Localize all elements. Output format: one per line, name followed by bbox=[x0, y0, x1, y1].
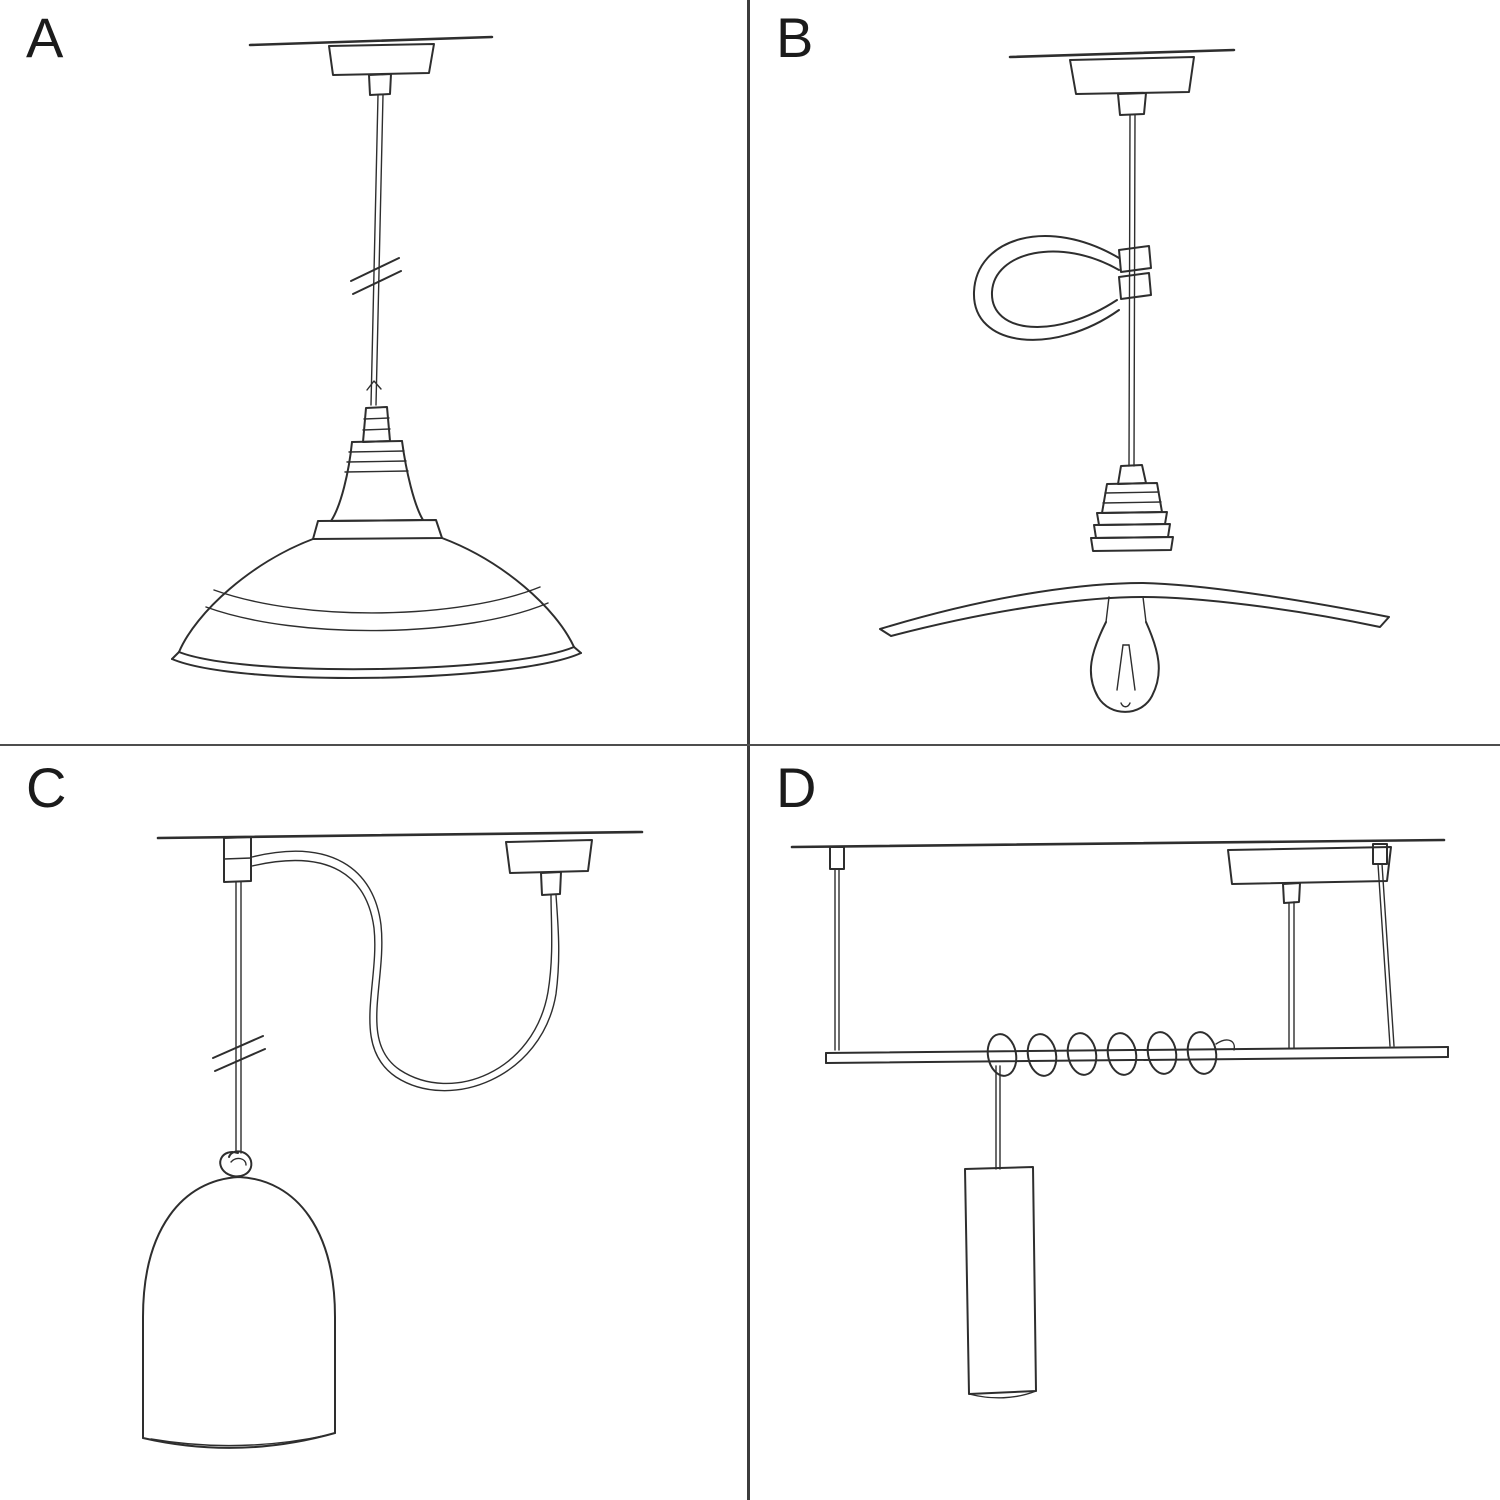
cable-break-mark bbox=[214, 1048, 266, 1072]
ceiling-rose bbox=[505, 839, 593, 874]
cable-grip bbox=[1282, 882, 1301, 904]
swag-cable bbox=[251, 859, 560, 1092]
bar bbox=[825, 1046, 1449, 1054]
ceiling-fixing bbox=[829, 846, 845, 870]
holder-ridge bbox=[1104, 491, 1160, 494]
ceiling-rose bbox=[1227, 846, 1392, 885]
cable-grip bbox=[368, 73, 392, 96]
shade-left-slope bbox=[178, 538, 314, 653]
holder-thread-ring bbox=[1096, 511, 1168, 526]
ceiling-fixing bbox=[1372, 843, 1388, 865]
tube-pendant bbox=[964, 1166, 1037, 1395]
ceiling-rose bbox=[1069, 56, 1195, 95]
panel-d: D bbox=[750, 750, 1500, 1500]
cable-coil-loop bbox=[1026, 1033, 1058, 1077]
shade-rim-edge bbox=[573, 646, 582, 654]
bulb-neck bbox=[1142, 596, 1147, 623]
bulb bbox=[1089, 621, 1160, 713]
horizontal-divider bbox=[0, 744, 1500, 746]
ceiling-line bbox=[248, 35, 494, 47]
panel-c-label: C bbox=[26, 756, 68, 819]
cable-knot-inner bbox=[230, 1157, 247, 1166]
cable-break-mark bbox=[352, 270, 402, 295]
cable-coil-loop bbox=[986, 1033, 1018, 1077]
holder-ferrule-ridge bbox=[362, 428, 391, 431]
cable-coil-loop bbox=[1066, 1032, 1098, 1076]
shade-collar bbox=[312, 519, 443, 540]
bulb-filament bbox=[1116, 644, 1124, 691]
cable-loop bbox=[990, 250, 1120, 328]
panel-b-label: B bbox=[776, 6, 815, 69]
cable-break-mark bbox=[212, 1035, 264, 1059]
cable-coil-loop bbox=[1146, 1031, 1178, 1075]
cable-grip bbox=[540, 871, 562, 896]
swag-cable bbox=[251, 850, 553, 1085]
cable-chevron-mark bbox=[366, 380, 382, 391]
vertical-divider bbox=[747, 0, 750, 1500]
holder-cap bbox=[1117, 464, 1147, 485]
socket-thread bbox=[346, 460, 407, 463]
shade-right-slope bbox=[441, 537, 575, 648]
cable bbox=[1133, 114, 1136, 467]
holder-thread-ring bbox=[1090, 536, 1174, 552]
panel-a-label: A bbox=[26, 6, 65, 69]
holder-body bbox=[1101, 482, 1163, 514]
shade-rim-roll bbox=[171, 652, 582, 679]
cable-coil-tail bbox=[1215, 1039, 1235, 1051]
panel-d-label: D bbox=[776, 756, 818, 819]
cable bbox=[370, 94, 379, 406]
tube-pendant-bottom bbox=[968, 1390, 1037, 1399]
cable-loop bbox=[972, 235, 1120, 341]
bar-suspension-tube-pendant-sketch-icon bbox=[790, 838, 1449, 1399]
cable-break-mark bbox=[350, 257, 400, 282]
suspension-wire bbox=[1377, 863, 1391, 1047]
shade-rim-edge bbox=[171, 651, 180, 660]
socket-thread bbox=[344, 470, 409, 473]
cable-clip bbox=[1118, 272, 1152, 300]
bulb-neck bbox=[1105, 596, 1110, 623]
shade-band bbox=[213, 586, 541, 614]
bulb-filament bbox=[1128, 644, 1136, 691]
ceiling-line bbox=[790, 838, 1446, 849]
cable-clip bbox=[1118, 245, 1152, 273]
shade-band bbox=[205, 602, 549, 632]
plate-shade bbox=[879, 582, 1390, 637]
cable bbox=[375, 94, 384, 406]
panel-b: B bbox=[750, 0, 1500, 750]
holder-ridge bbox=[1102, 501, 1162, 504]
cable-coil-loop bbox=[1106, 1032, 1138, 1076]
pendant-industrial-shade-sketch-icon bbox=[171, 35, 582, 679]
panel-c: C bbox=[0, 750, 750, 1500]
bell-shade-rim-inner bbox=[150, 1434, 329, 1447]
ceiling-hook bbox=[223, 836, 252, 883]
socket-thread bbox=[348, 450, 405, 453]
socket-top bbox=[351, 440, 403, 443]
ceiling-hook-ridge bbox=[223, 857, 252, 860]
suspension-wire bbox=[1381, 863, 1395, 1047]
holder-ferrule bbox=[362, 406, 391, 443]
ceiling-rose bbox=[328, 43, 435, 76]
swag-pendant-bell-shade-sketch-icon bbox=[142, 830, 644, 1449]
socket-side bbox=[330, 441, 353, 522]
cable-grip bbox=[1117, 92, 1147, 116]
cable bbox=[1128, 114, 1131, 467]
holder-ferrule-ridge bbox=[363, 417, 390, 420]
bulb-tip bbox=[1120, 702, 1131, 708]
bell-shade bbox=[142, 1176, 336, 1439]
ceiling-line bbox=[1008, 48, 1236, 59]
pendant-plate-shade-exposed-bulb-sketch-icon bbox=[879, 48, 1390, 713]
shade-rim bbox=[178, 646, 575, 671]
cable-knot bbox=[219, 1150, 253, 1178]
holder-thread-ring bbox=[1093, 523, 1171, 539]
cable-coil-loop bbox=[1186, 1031, 1218, 1075]
panel-a: A bbox=[0, 0, 750, 750]
socket-side bbox=[401, 440, 424, 521]
